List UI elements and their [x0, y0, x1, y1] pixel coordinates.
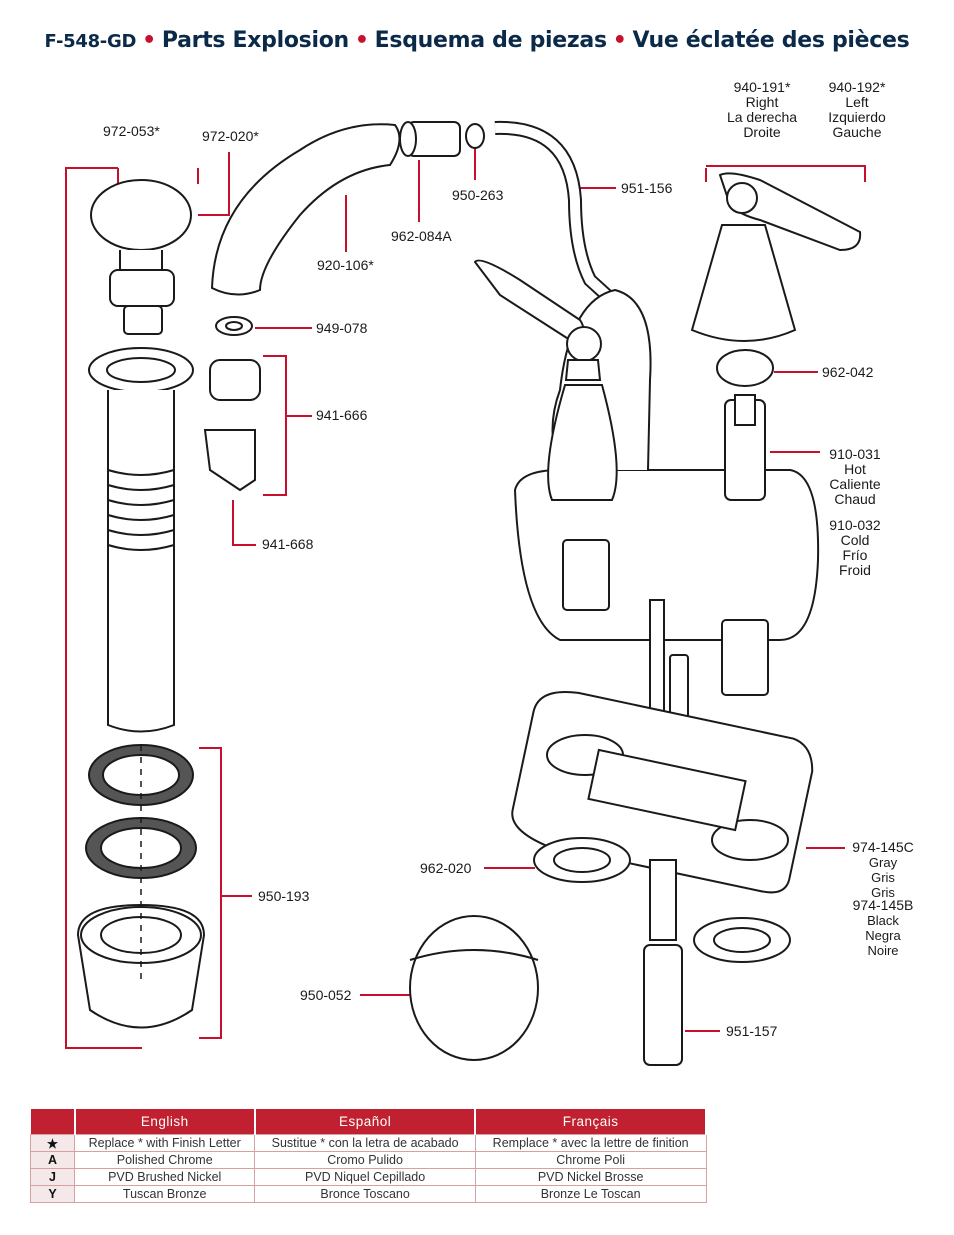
table-row: A Polished Chrome Cromo Pulido Chrome Po…	[30, 1151, 707, 1169]
label-972-053: 972-053*	[103, 123, 160, 139]
label-974-145C: 974-145C Gray Gris Gris	[843, 839, 923, 901]
label-962-020: 962-020	[420, 860, 472, 876]
part-number: 910-032	[829, 517, 881, 533]
legend-header-spanish: Español	[254, 1109, 477, 1135]
o-ring	[465, 123, 485, 149]
label-950-263: 950-263	[452, 187, 504, 203]
part-number: 940-192*	[828, 79, 886, 95]
legend-header-french: Français	[475, 1109, 707, 1135]
part-desc-es: Negra	[865, 928, 901, 943]
legend-header-row: English Español Français	[30, 1109, 707, 1135]
label-940-191: 940-191* Right La derecha Droite	[715, 80, 809, 140]
finish-english: Tuscan Bronze	[73, 1185, 256, 1203]
part-desc-en: Hot	[844, 461, 866, 477]
finish-french: PVD Nickel Brosse	[474, 1168, 707, 1186]
label-940-192: 940-192* Left Izquierdo Gauche	[815, 80, 899, 140]
legend-header-key	[30, 1109, 76, 1135]
label-910-031: 910-031 Hot Caliente Chaud	[812, 447, 898, 507]
part-desc-fr: Gris	[871, 885, 895, 900]
part-desc-fr: Droite	[743, 124, 781, 140]
part-number: 974-145C	[852, 839, 914, 855]
stopper-body	[109, 269, 175, 307]
body-handle-lever	[473, 259, 585, 342]
finish-spanish: Sustitue * con la letra de acabado	[254, 1134, 476, 1152]
parts-explosion-diagram	[65, 120, 866, 1066]
finish-english: Replace * with Finish Letter	[73, 1134, 256, 1152]
part-number: 910-031	[829, 446, 881, 462]
label-962-042: 962-042	[822, 364, 874, 380]
part-desc-es: Izquierdo	[828, 109, 886, 125]
part-desc-en: Cold	[840, 532, 870, 548]
part-desc-fr: Chaud	[834, 491, 876, 507]
label-972-020: 972-020*	[202, 128, 259, 144]
part-desc-es: Frío	[842, 547, 868, 563]
title-english: Parts Explosion	[161, 28, 349, 53]
part-desc-en: Gray	[868, 855, 898, 870]
handle-escutcheon	[690, 224, 797, 342]
label-962-084A: 962-084A	[391, 228, 452, 244]
finish-french: Remplace * avec la lettre de finition	[474, 1134, 707, 1152]
label-941-668: 941-668	[262, 536, 314, 552]
drain-stopper-cap	[90, 179, 192, 251]
part-desc-fr: Froid	[839, 562, 871, 578]
finish-legend-table: English Español Français ★ Replace * wit…	[30, 1109, 707, 1203]
page-title: F-548-GD•Parts Explosion•Esquema de piez…	[44, 28, 910, 53]
label-950-193: 950-193	[258, 888, 310, 904]
finish-key: J	[30, 1168, 75, 1186]
part-desc-es: Caliente	[829, 476, 881, 492]
aerator-key	[203, 429, 256, 492]
finish-spanish: Bronce Toscano	[254, 1185, 476, 1203]
part-desc-es: Gris	[871, 870, 895, 885]
part-desc-en: Right	[745, 94, 779, 110]
label-910-032: 910-032 Cold Frío Froid	[812, 518, 898, 578]
finish-key: A	[30, 1151, 75, 1169]
label-950-052: 950-052	[300, 987, 352, 1003]
part-drawings	[76, 120, 862, 1066]
legend-header-english: English	[74, 1109, 256, 1135]
label-974-145B: 974-145B Black Negra Noire	[843, 897, 923, 959]
table-row: J PVD Brushed Nickel PVD Niquel Cepillad…	[30, 1168, 707, 1186]
label-951-157: 951-157	[726, 1023, 778, 1039]
aerator-insert	[209, 359, 261, 401]
finish-spanish: Cromo Pulido	[254, 1151, 476, 1169]
finish-english: PVD Brushed Nickel	[73, 1168, 256, 1186]
label-951-156: 951-156	[621, 180, 673, 196]
spout	[210, 123, 401, 296]
finish-english: Polished Chrome	[73, 1151, 256, 1169]
part-desc-en: Left	[845, 94, 869, 110]
hose-connector	[643, 944, 683, 1066]
drain-tailpiece	[107, 390, 175, 733]
part-desc-fr: Noire	[867, 943, 899, 958]
table-row: Y Tuscan Bronze Bronce Toscano Bronze Le…	[30, 1185, 707, 1203]
bonnet-nut	[716, 349, 774, 387]
label-920-106: 920-106*	[317, 257, 374, 273]
finish-spanish: PVD Niquel Cepillado	[254, 1168, 476, 1186]
pull-out-hose	[494, 120, 617, 306]
finish-key: ★	[30, 1134, 75, 1152]
table-row: ★ Replace * with Finish Letter Sustitue …	[30, 1134, 707, 1152]
part-desc-es: La derecha	[726, 109, 798, 125]
part-desc-fr: Gauche	[832, 124, 882, 140]
finish-key: Y	[30, 1185, 75, 1203]
label-941-666: 941-666	[316, 407, 368, 423]
part-number: 940-191*	[733, 79, 791, 95]
title-french: Vue éclatée des pièces	[632, 28, 910, 53]
leader-lines	[65, 148, 866, 1049]
hose-weight	[409, 915, 539, 1061]
title-spanish: Esquema de piezas	[374, 28, 607, 53]
finish-french: Bronze Le Toscan	[474, 1185, 707, 1203]
finish-french: Chrome Poli	[474, 1151, 707, 1169]
model-number: F-548-GD	[44, 31, 137, 52]
part-desc-en: Black	[867, 913, 899, 928]
label-949-078: 949-078	[316, 320, 368, 336]
part-number: 974-145B	[852, 897, 914, 913]
